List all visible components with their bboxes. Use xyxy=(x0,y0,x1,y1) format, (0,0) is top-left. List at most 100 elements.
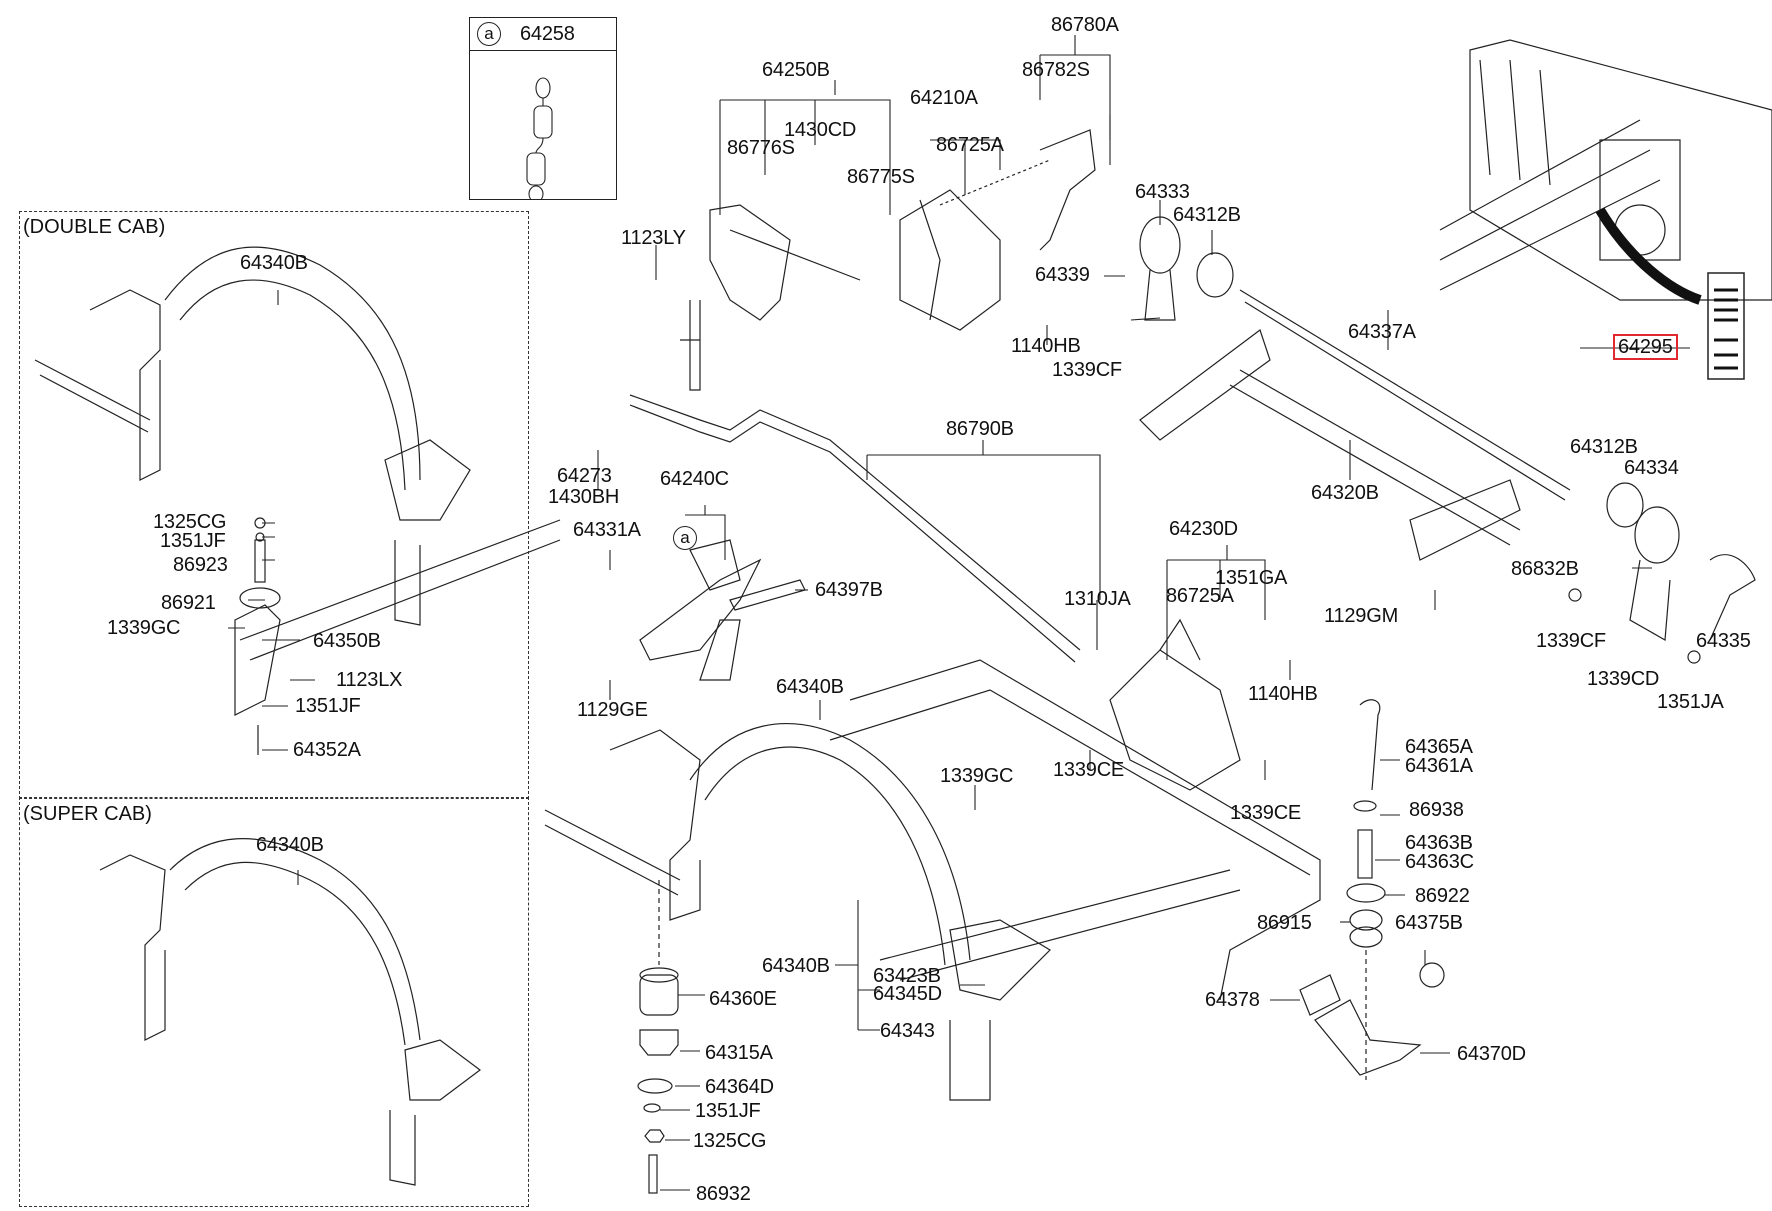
part-label[interactable]: 1129GE xyxy=(577,699,648,721)
part-label[interactable]: 64352A xyxy=(293,739,361,761)
part-label[interactable]: 86923 xyxy=(173,554,228,576)
double-cab-sleeve xyxy=(254,539,266,583)
part-label[interactable]: 64397B xyxy=(815,579,883,601)
part-label[interactable]: 1339CE xyxy=(1053,759,1125,781)
bushing-64312B-right xyxy=(1606,482,1644,528)
part-label[interactable]: 64240C xyxy=(660,468,729,490)
leader-lines xyxy=(228,35,1690,1191)
part-label[interactable]: 1140HB xyxy=(1248,683,1318,705)
caution-label-sticker xyxy=(1707,272,1745,380)
callout-ref-letter: a xyxy=(673,526,697,550)
double-cab-section xyxy=(19,211,529,799)
plate-64378 xyxy=(1299,974,1341,1016)
part-label[interactable]: 1351JF xyxy=(160,530,226,552)
washer-64364D xyxy=(637,1078,673,1094)
control-rod-86790B xyxy=(629,394,1081,651)
part-label[interactable]: 1339GC xyxy=(940,765,1014,787)
part-label[interactable]: 1339GC xyxy=(107,617,181,639)
part-label[interactable]: 1351JF xyxy=(695,1100,761,1122)
part-label[interactable]: 64340B xyxy=(762,955,830,977)
hook-bolt-64365A xyxy=(1359,699,1381,791)
part-label[interactable]: 64378 xyxy=(1205,989,1260,1011)
part-label[interactable]: 64363B xyxy=(1405,832,1473,854)
part-label[interactable]: 1310JA xyxy=(1064,588,1131,610)
part-label[interactable]: 1325CG xyxy=(153,511,227,533)
part-label[interactable]: 86832B xyxy=(1511,558,1579,580)
part-label[interactable]: 86725A xyxy=(1166,585,1234,607)
part-label[interactable]: 64363C xyxy=(1405,851,1474,873)
part-label[interactable]: 86725A xyxy=(936,134,1004,156)
inset-header: a 64258 xyxy=(470,18,616,51)
part-label[interactable]: 64335 xyxy=(1696,630,1751,652)
part-label[interactable]: 1339CF xyxy=(1052,359,1122,381)
part-label[interactable]: 86775S xyxy=(847,166,915,188)
part-label[interactable]: 64340B xyxy=(256,834,324,856)
part-label[interactable]: 1140HB xyxy=(1011,335,1081,357)
part-label[interactable]: 64343 xyxy=(880,1020,935,1042)
part-label[interactable]: 86915 xyxy=(1257,912,1312,934)
frame-rail xyxy=(849,659,1321,1001)
part-label[interactable]: 64340B xyxy=(776,676,844,698)
part-label[interactable]: 86938 xyxy=(1409,799,1464,821)
part-label[interactable]: 86932 xyxy=(696,1183,751,1205)
part-label[interactable]: 1325CG xyxy=(693,1130,767,1152)
part-label[interactable]: 64331A xyxy=(573,519,641,541)
part-label[interactable]: 64345D xyxy=(873,983,942,1005)
bracket-64370D xyxy=(1314,999,1422,1076)
part-label[interactable]: 1339CF xyxy=(1536,630,1606,652)
part-label[interactable]: 63423B xyxy=(873,965,941,987)
ref-letter-circle: a xyxy=(477,22,501,46)
part-label[interactable]: 64340B xyxy=(240,252,308,274)
part-label[interactable]: 86790B xyxy=(946,418,1014,440)
part-label[interactable]: 1339CE xyxy=(1230,802,1302,824)
bushing-64315A xyxy=(639,1029,679,1056)
cup-86922 xyxy=(1346,883,1386,903)
part-label[interactable]: 64312B xyxy=(1570,436,1638,458)
part-label[interactable]: 86780A xyxy=(1051,14,1119,36)
part-label[interactable]: 64361A xyxy=(1405,755,1473,777)
part-label[interactable]: 64315A xyxy=(705,1042,773,1064)
part-label[interactable]: 64375B xyxy=(1395,912,1463,934)
part-label[interactable]: 1123LY xyxy=(621,227,686,249)
double-cab-bushing xyxy=(239,587,281,609)
lever-64335 xyxy=(1709,554,1756,641)
inset-part-number[interactable]: 64258 xyxy=(520,23,575,45)
part-label[interactable]: 86921 xyxy=(161,592,216,614)
part-label[interactable]: 1123LX xyxy=(336,669,403,691)
part-label[interactable]: 64210A xyxy=(910,87,978,109)
washer-1351JF xyxy=(643,1103,661,1113)
part-label[interactable]: 64334 xyxy=(1624,457,1679,479)
part-label[interactable]: 1430BH xyxy=(548,486,620,508)
part-label[interactable]: 64273 xyxy=(557,465,612,487)
part-label[interactable]: 1351GA xyxy=(1215,567,1288,589)
part-label[interactable]: 64339 xyxy=(1035,264,1090,286)
part-label[interactable]: 1129GM xyxy=(1324,605,1399,627)
bushing-64360E xyxy=(639,974,679,1016)
part-label[interactable]: 64364D xyxy=(705,1076,774,1098)
arm-64320B xyxy=(1229,369,1521,546)
part-label[interactable]: 64320B xyxy=(1311,482,1379,504)
part-label[interactable]: 1351JF xyxy=(295,695,361,717)
super-cab-title: (SUPER CAB) xyxy=(23,803,152,825)
part-label[interactable]: 86776S xyxy=(727,137,795,159)
part-label[interactable]: 64360E xyxy=(709,988,777,1010)
part-label[interactable]: 64230D xyxy=(1169,518,1238,540)
part-label[interactable]: 64337A xyxy=(1348,321,1416,343)
part-label[interactable]: 64365A xyxy=(1405,736,1473,758)
pedal-86780A xyxy=(1039,129,1096,251)
part-label[interactable]: 86922 xyxy=(1415,885,1470,907)
part-label[interactable]: 1339CD xyxy=(1587,668,1660,690)
part-label[interactable]: 64350B xyxy=(313,630,381,652)
part-label[interactable]: 64250B xyxy=(762,59,830,81)
washer-1351JA xyxy=(1687,650,1701,664)
part-label[interactable]: 1351JA xyxy=(1657,691,1724,713)
bushing-64312B-top xyxy=(1196,252,1234,298)
part-label[interactable]: 86782S xyxy=(1022,59,1090,81)
part-label[interactable]: 64370D xyxy=(1457,1043,1526,1065)
highlighted-part-label[interactable]: 64295 xyxy=(1613,334,1678,360)
part-label[interactable]: 64333 xyxy=(1135,181,1190,203)
part-label[interactable]: 64312B xyxy=(1173,204,1241,226)
part-label[interactable]: 1430CD xyxy=(784,119,857,141)
